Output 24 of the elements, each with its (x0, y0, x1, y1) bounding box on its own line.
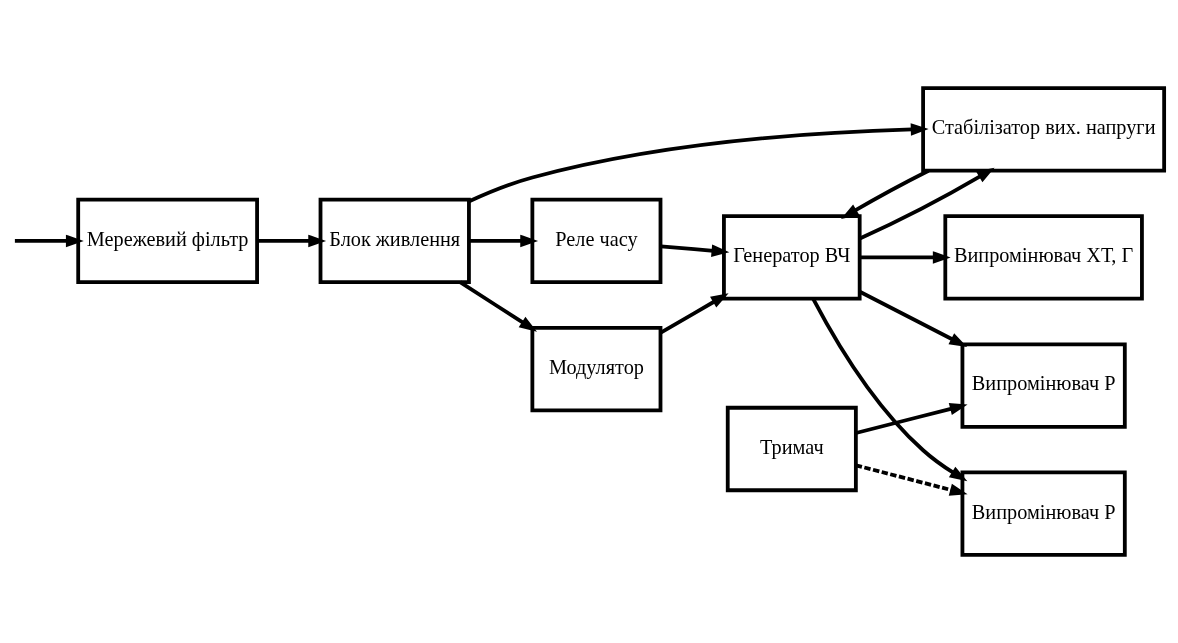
node-box: Випромінювач Р (960, 342, 1127, 429)
node-box: Реле часу (530, 197, 663, 285)
arrow (468, 123, 929, 204)
node-box: Стабілізатор вих. напруги (921, 86, 1167, 173)
arrow (840, 169, 930, 219)
arrow (257, 234, 327, 248)
arrow (859, 167, 995, 241)
arrow (811, 298, 968, 482)
arrow (859, 290, 968, 347)
node-box: Модулятор (530, 325, 663, 413)
arrow (660, 244, 730, 257)
node-box: Випромінювач ХТ, Г (943, 214, 1144, 301)
node-box: Випромінювач Р (960, 470, 1127, 557)
arrow (859, 251, 951, 264)
arrow (855, 402, 968, 435)
node-box: Генератор ВЧ (722, 214, 862, 301)
arrow (469, 234, 539, 248)
node-box: Тримач (725, 405, 858, 493)
arrow (459, 280, 538, 332)
arrow (14, 234, 84, 248)
node-box: Мережевий фільтр (76, 197, 259, 285)
arrow (659, 293, 729, 335)
node-box: Блок живлення (318, 197, 471, 285)
arrow (855, 463, 968, 496)
